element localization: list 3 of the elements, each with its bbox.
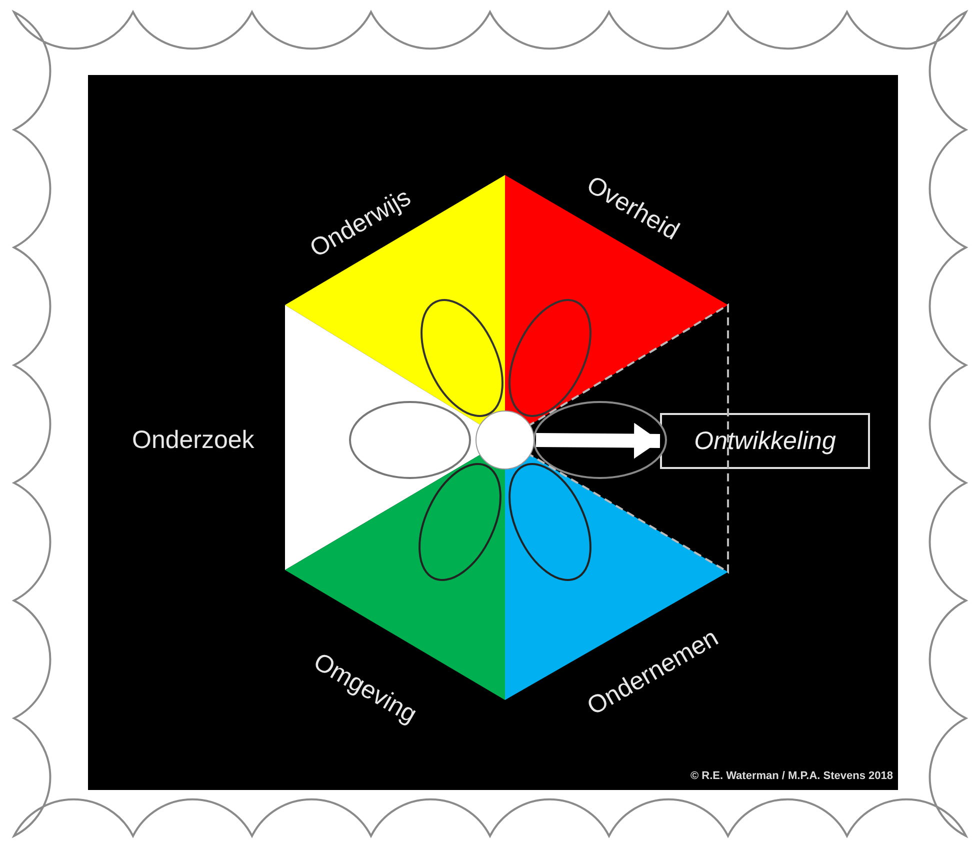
copyright-note: © R.E. Waterman / M.P.A. Stevens 2018 bbox=[690, 770, 893, 782]
process-box: Ontwikkeling bbox=[660, 413, 870, 469]
segment-label: Onderzoek bbox=[132, 428, 254, 452]
